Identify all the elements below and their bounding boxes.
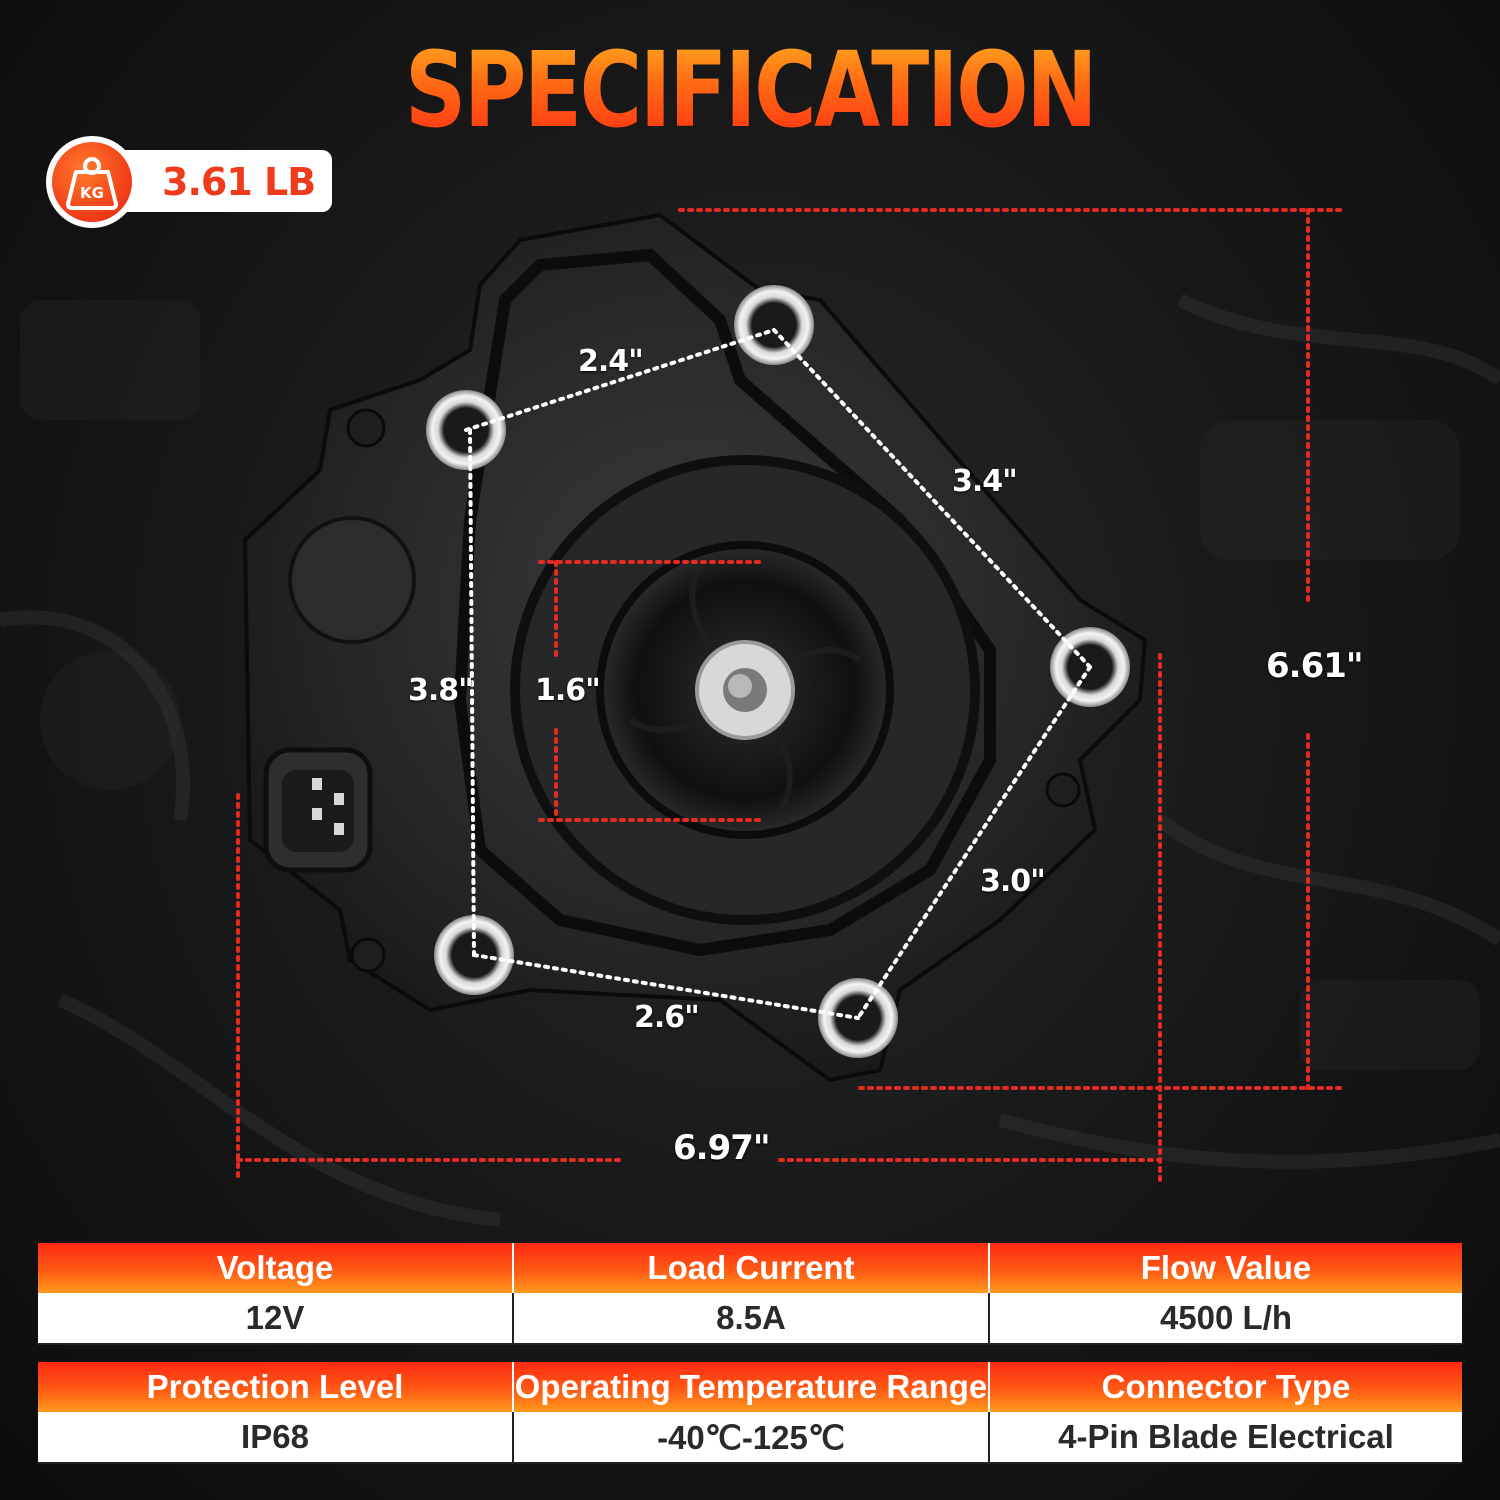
spec-header-row: Voltage Load Current Flow Value [38, 1243, 1462, 1293]
spec-value: 4500 L/h [989, 1293, 1462, 1345]
weight-value: 3.61 LB [162, 160, 316, 204]
dim-hole-bottom: 2.6" [634, 1000, 700, 1035]
spec-value: IP68 [38, 1412, 514, 1464]
spec-header: Voltage [38, 1243, 514, 1293]
weight-badge [100, 150, 332, 212]
spec-header-row: Protection Level Operating Temperature R… [38, 1362, 1462, 1412]
spec-value-row: IP68 -40℃-125℃ 4-Pin Blade Electrical [38, 1412, 1462, 1464]
spec-value-row: 12V 8.5A 4500 L/h [38, 1293, 1462, 1345]
page-title: SPECIFICATION [135, 30, 1365, 150]
dim-hole-right-lower: 3.0" [980, 864, 1046, 899]
dim-impeller: 1.6" [535, 673, 601, 708]
spec-header: Operating Temperature Range [513, 1362, 990, 1412]
spec-value: 12V [38, 1293, 514, 1345]
spec-header: Connector Type [989, 1362, 1462, 1412]
spec-header: Protection Level [38, 1362, 514, 1412]
spec-value: 4-Pin Blade Electrical [989, 1412, 1462, 1464]
spec-table-1: Voltage Load Current Flow Value 12V 8.5A… [38, 1243, 1462, 1345]
dim-hole-right-upper: 3.4" [952, 464, 1018, 499]
dim-height: 6.61" [1266, 646, 1364, 686]
dim-hole-left: 3.8" [408, 673, 474, 708]
weight-icon-label: KG [80, 184, 104, 202]
dim-hole-top: 2.4" [578, 344, 644, 379]
dim-width: 6.97" [673, 1128, 771, 1168]
spec-table-2: Protection Level Operating Temperature R… [38, 1362, 1462, 1464]
spec-value: -40℃-125℃ [513, 1412, 990, 1464]
weight-kg-icon: KG [46, 136, 138, 228]
spec-header: Flow Value [989, 1243, 1462, 1293]
spec-header: Load Current [513, 1243, 990, 1293]
spec-value: 8.5A [513, 1293, 990, 1345]
